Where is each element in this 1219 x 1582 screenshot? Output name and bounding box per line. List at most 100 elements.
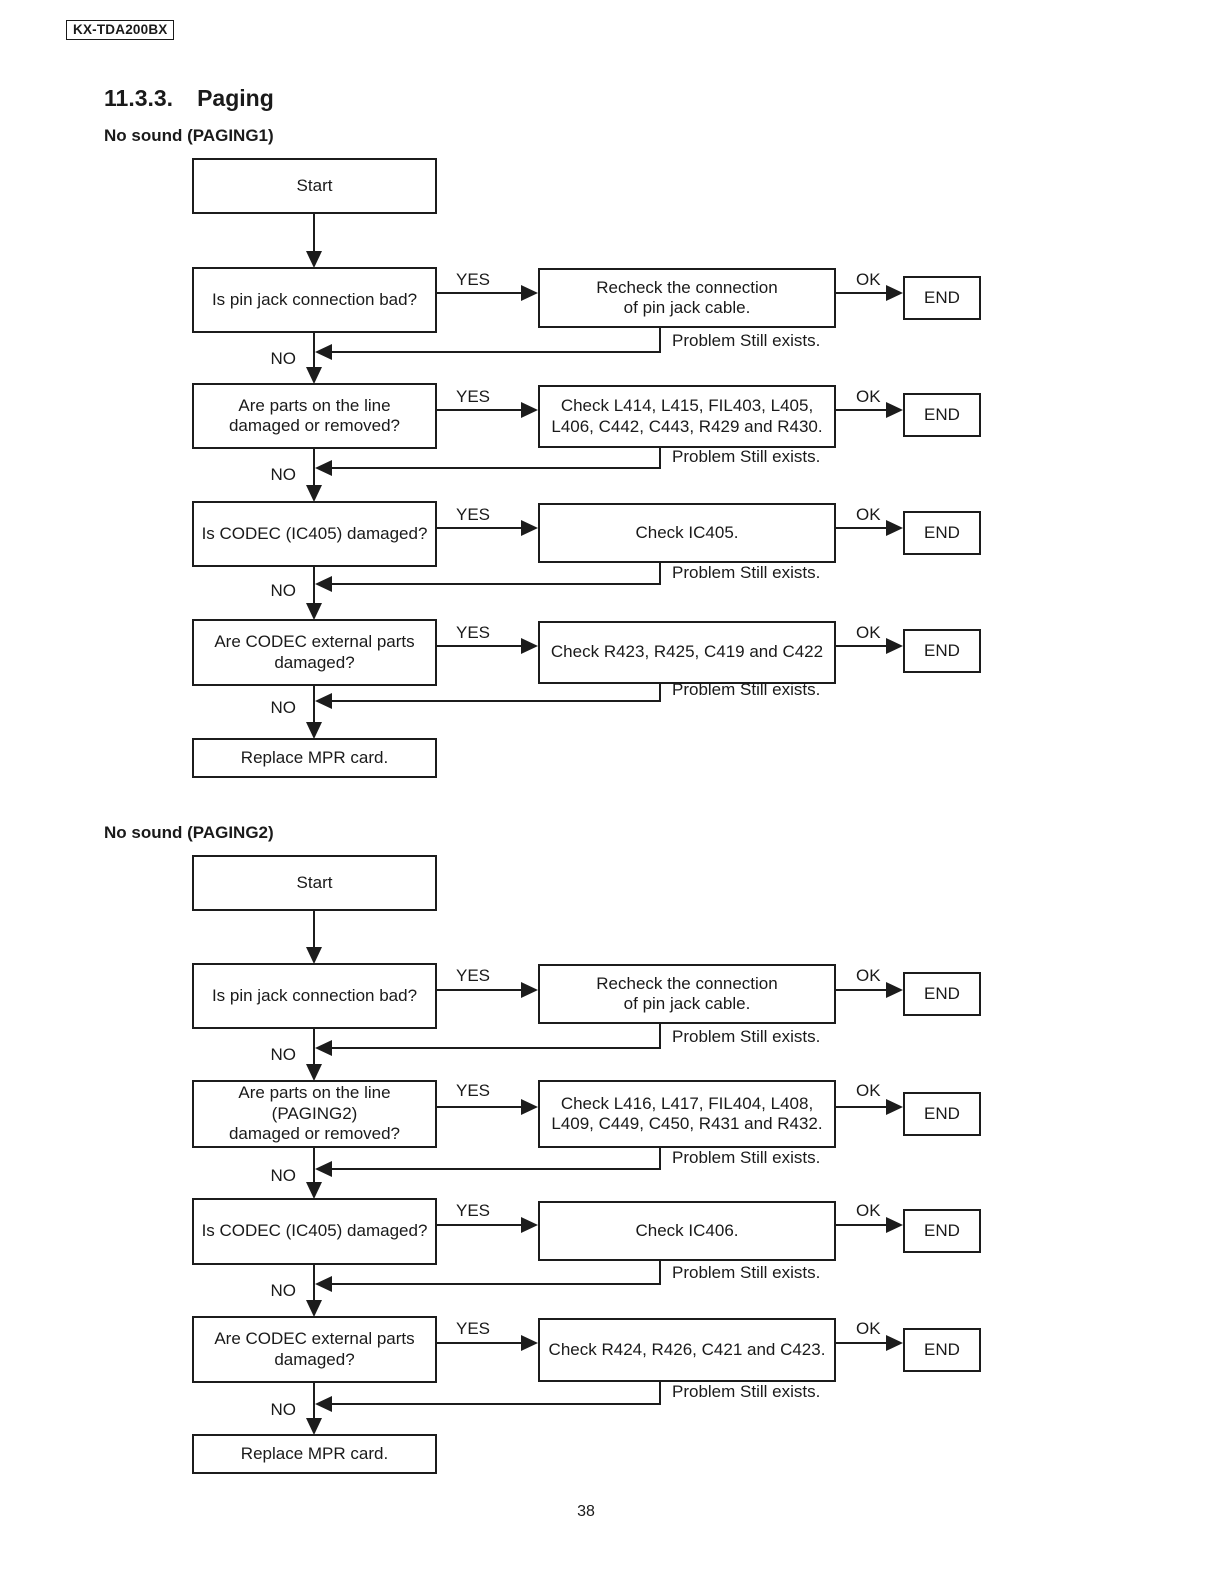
no-label: NO — [270, 465, 297, 484]
action-box: Check R424, R426, C421 and C423. — [538, 1318, 836, 1382]
start-box: Start — [192, 855, 437, 911]
ok-label: OK — [856, 270, 881, 289]
yes-label: YES — [456, 1201, 491, 1220]
arrow-right-icon — [521, 402, 538, 418]
arrow-down-icon — [306, 1064, 322, 1081]
no-connector — [313, 1265, 315, 1301]
arrow-left-icon — [315, 576, 332, 592]
arrow-down-icon — [306, 251, 322, 268]
question-box: Are parts on the line damaged or removed… — [192, 383, 437, 449]
model-badge: KX-TDA200BX — [66, 20, 175, 40]
arrow-down-icon — [306, 367, 322, 384]
arrow-right-icon — [886, 1335, 903, 1351]
action-box: Check L416, L417, FIL404, L408, L409, C4… — [538, 1080, 836, 1148]
yes-label: YES — [456, 1319, 491, 1338]
no-connector — [313, 1148, 315, 1184]
action-box: Check IC405. — [538, 503, 836, 563]
arrow-right-icon — [521, 1217, 538, 1233]
arrow-right-icon — [521, 638, 538, 654]
feedback-drop-line — [659, 1148, 661, 1170]
question-box: Is CODEC (IC405) damaged? — [192, 1198, 437, 1265]
arrow-right-icon — [521, 982, 538, 998]
arrow-left-icon — [315, 1276, 332, 1292]
section-name: Paging — [197, 85, 274, 111]
question-box: Is CODEC (IC405) damaged? — [192, 501, 437, 567]
ok-connector — [836, 1224, 888, 1226]
end-box: END — [903, 276, 981, 320]
arrow-right-icon — [521, 520, 538, 536]
arrow-down-icon — [306, 1418, 322, 1435]
yes-connector — [437, 409, 522, 411]
feedback-drop-line — [659, 1382, 661, 1405]
no-connector — [313, 1383, 315, 1418]
yes-connector — [437, 989, 522, 991]
start-box: Start — [192, 158, 437, 214]
ok-label: OK — [856, 966, 881, 985]
no-connector — [313, 1029, 315, 1065]
feedback-line — [331, 1047, 661, 1049]
problem-label: Problem Still exists. — [672, 331, 821, 350]
section-number: 11.3.3. — [104, 85, 174, 111]
no-label: NO — [270, 349, 297, 368]
final-box: Replace MPR card. — [192, 1434, 437, 1474]
no-connector — [313, 686, 315, 722]
arrow-down-icon — [306, 1182, 322, 1199]
arrow-right-icon — [886, 1217, 903, 1233]
feedback-line — [331, 1283, 661, 1285]
ok-connector — [836, 645, 888, 647]
final-box: Replace MPR card. — [192, 738, 437, 778]
feedback-drop-line — [659, 684, 661, 702]
arrow-down-icon — [306, 603, 322, 620]
feedback-line — [331, 583, 661, 585]
ok-label: OK — [856, 1319, 881, 1338]
action-box: Check L414, L415, FIL403, L405, L406, C4… — [538, 385, 836, 448]
problem-label: Problem Still exists. — [672, 447, 821, 466]
ok-connector — [836, 409, 888, 411]
no-label: NO — [270, 1166, 297, 1185]
yes-connector — [437, 1224, 522, 1226]
problem-label: Problem Still exists. — [672, 563, 821, 582]
arrow-right-icon — [521, 285, 538, 301]
question-box: Is pin jack connection bad? — [192, 267, 437, 333]
feedback-line — [331, 351, 661, 353]
yes-label: YES — [456, 966, 491, 985]
page-number: 38 — [577, 1503, 595, 1520]
no-label: NO — [270, 581, 297, 600]
arrow-left-icon — [315, 460, 332, 476]
connector-line — [313, 214, 315, 252]
arrow-left-icon — [315, 1396, 332, 1412]
question-box: Are CODEC external parts damaged? — [192, 619, 437, 686]
ok-label: OK — [856, 387, 881, 406]
no-label: NO — [270, 698, 297, 717]
yes-connector — [437, 1342, 522, 1344]
problem-label: Problem Still exists. — [672, 1148, 821, 1167]
arrow-down-icon — [306, 485, 322, 502]
problem-label: Problem Still exists. — [672, 1263, 821, 1282]
feedback-drop-line — [659, 328, 661, 353]
arrow-right-icon — [886, 285, 903, 301]
ok-label: OK — [856, 1201, 881, 1220]
problem-label: Problem Still exists. — [672, 680, 821, 699]
yes-label: YES — [456, 1081, 491, 1100]
arrow-down-icon — [306, 947, 322, 964]
ok-connector — [836, 989, 888, 991]
arrow-right-icon — [886, 520, 903, 536]
no-label: NO — [270, 1045, 297, 1064]
feedback-drop-line — [659, 1024, 661, 1049]
ok-connector — [836, 292, 888, 294]
arrow-down-icon — [306, 1300, 322, 1317]
section-title: 11.3.3. Paging — [104, 85, 274, 112]
no-connector — [313, 449, 315, 485]
arrow-down-icon — [306, 722, 322, 739]
end-box: END — [903, 393, 981, 437]
yes-connector — [437, 1106, 522, 1108]
yes-label: YES — [456, 270, 491, 289]
end-box: END — [903, 972, 981, 1016]
ok-connector — [836, 527, 888, 529]
action-box: Check R423, R425, C419 and C422 — [538, 621, 836, 684]
feedback-drop-line — [659, 1261, 661, 1285]
connector-line — [313, 911, 315, 948]
